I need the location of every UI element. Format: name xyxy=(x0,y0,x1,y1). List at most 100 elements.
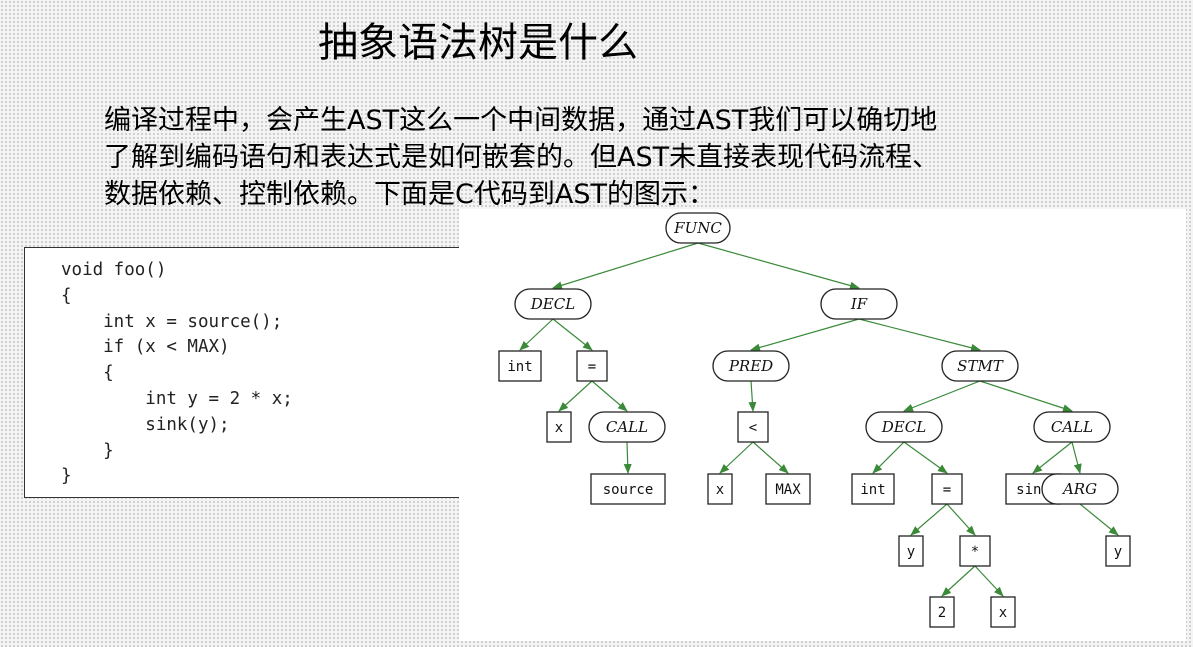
ast-node-shape xyxy=(1033,411,1111,443)
code-line: } xyxy=(61,466,72,487)
ast-edge-func-decl1 xyxy=(552,242,699,290)
ast-node-shape xyxy=(931,473,963,505)
code-line: void foo() xyxy=(61,260,167,280)
ast-node-shape xyxy=(707,473,733,505)
ast-node-shape xyxy=(1041,473,1119,505)
ast-node-call2: CALL xyxy=(1033,411,1111,443)
intro-paragraph: 编译过程中，会产生AST这么一个中间数据，通过AST我们可以确切地 了解到编码语… xyxy=(104,102,1044,213)
ast-edge-decl2-eq2 xyxy=(903,441,948,474)
ast-edge-decl1-int1 xyxy=(519,318,554,351)
ast-node-label: * xyxy=(971,544,979,560)
ast-node-shape xyxy=(498,350,542,382)
code-line: { xyxy=(61,285,72,306)
ast-edge-lt-max xyxy=(752,441,789,474)
ast-node-shape xyxy=(737,411,769,443)
ast-node-label: x xyxy=(555,420,563,436)
ast-node-label: DECL xyxy=(530,295,575,313)
code-line: sink(y); xyxy=(61,414,230,435)
ast-node-shape xyxy=(546,411,572,443)
ast-node-x3: x xyxy=(990,596,1016,628)
ast-edge-stmt-decl2 xyxy=(903,380,981,412)
ast-node-eq1: = xyxy=(576,350,608,382)
ast-node-y2: y xyxy=(1105,535,1131,567)
ast-node-decl1: DECL xyxy=(514,288,592,320)
ast-node-shape xyxy=(712,350,790,382)
ast-node-label: IF xyxy=(850,295,868,313)
ast-node-arg: ARG xyxy=(1041,473,1119,505)
ast-node-shape xyxy=(898,535,924,567)
ast-edge-arg-y2 xyxy=(1079,503,1119,536)
ast-node-label: < xyxy=(749,420,757,436)
ast-node-mul: * xyxy=(959,535,991,567)
ast-node-label: ARG xyxy=(1061,480,1097,498)
ast-node-label: = xyxy=(588,359,596,375)
ast-node-two: 2 xyxy=(929,596,955,628)
ast-node-shape xyxy=(865,411,943,443)
ast-node-y1: y xyxy=(898,535,924,567)
ast-node-func: FUNC xyxy=(665,212,731,244)
ast-node-label: x xyxy=(716,482,724,498)
ast-node-label: PRED xyxy=(728,357,773,375)
ast-edge-eq2-mul xyxy=(946,503,976,536)
ast-node-x1: x xyxy=(546,411,572,443)
ast-node-shape xyxy=(941,350,1019,382)
ast-node-label: MAX xyxy=(775,482,801,498)
ast-node-label: x xyxy=(999,605,1007,621)
ast-node-shape xyxy=(665,212,731,244)
ast-node-int1: int xyxy=(498,350,542,382)
code-line: } xyxy=(61,440,114,461)
code-line: if (x < MAX) xyxy=(61,337,230,358)
intro-line: 编译过程中，会产生AST这么一个中间数据，通过AST我们可以确切地 xyxy=(104,105,938,136)
ast-node-shape xyxy=(820,288,898,320)
ast-node-shape xyxy=(576,350,608,382)
ast-node-label: y xyxy=(1114,544,1122,560)
ast-edge-call1-source xyxy=(623,441,632,474)
ast-node-shape xyxy=(1105,535,1131,567)
ast-edge-stmt-call2 xyxy=(979,380,1073,413)
ast-node-label: CALL xyxy=(1051,418,1093,436)
ast-node-shape xyxy=(959,535,991,567)
ast-node-label: STMT xyxy=(957,357,1004,375)
ast-edge-if-pred xyxy=(750,318,860,352)
ast-node-label: int xyxy=(507,359,532,375)
intro-line: 了解到编码语句和表达式是如何嵌套的。但AST未直接表现代码流程、 xyxy=(104,142,940,173)
ast-edge-func-if xyxy=(697,242,860,290)
ast-edge-eq2-y1 xyxy=(910,503,948,536)
ast-edge-if-stmt xyxy=(858,318,981,352)
ast-node-label: DECL xyxy=(881,418,926,436)
ast-edge-mul-two xyxy=(941,565,976,597)
ast-node-if: IF xyxy=(820,288,898,320)
ast-node-int2: int xyxy=(851,473,895,505)
ast-node-shape xyxy=(514,288,592,320)
code-line: int x = source(); xyxy=(61,311,283,332)
ast-edge-call2-sink xyxy=(1032,441,1073,474)
ast-edge-decl2-int2 xyxy=(872,441,905,474)
ast-edge-call2-arg xyxy=(1071,441,1082,474)
code-block: void foo() { int x = source(); if (x < MA… xyxy=(61,258,293,490)
ast-node-label: FUNC xyxy=(673,219,722,237)
ast-node-stmt: STMT xyxy=(941,350,1019,382)
ast-node-pred: PRED xyxy=(712,350,790,382)
ast-node-label: source xyxy=(603,482,654,498)
code-listing: void foo() { int x = source(); if (x < MA… xyxy=(24,247,462,498)
ast-node-shape xyxy=(588,411,666,443)
ast-edge-mul-x3 xyxy=(974,565,1004,597)
ast-node-shape xyxy=(851,473,895,505)
ast-edge-eq1-call1 xyxy=(591,380,628,412)
ast-node-shape xyxy=(929,596,955,628)
ast-node-shape xyxy=(765,473,811,505)
ast-edge-lt-x2 xyxy=(719,441,754,474)
ast-node-label: = xyxy=(943,482,951,498)
code-line: int y = 2 * x; xyxy=(61,388,293,409)
ast-node-shape xyxy=(990,596,1016,628)
slide-title: 抽象语法树是什么 xyxy=(318,20,638,66)
ast-node-max: MAX xyxy=(765,473,811,505)
ast-node-label: y xyxy=(907,544,915,560)
ast-node-label: 2 xyxy=(938,605,946,621)
ast-node-eq2: = xyxy=(931,473,963,505)
ast-edge-pred-lt xyxy=(748,380,757,412)
code-line: { xyxy=(61,363,114,384)
ast-node-x2: x xyxy=(707,473,733,505)
